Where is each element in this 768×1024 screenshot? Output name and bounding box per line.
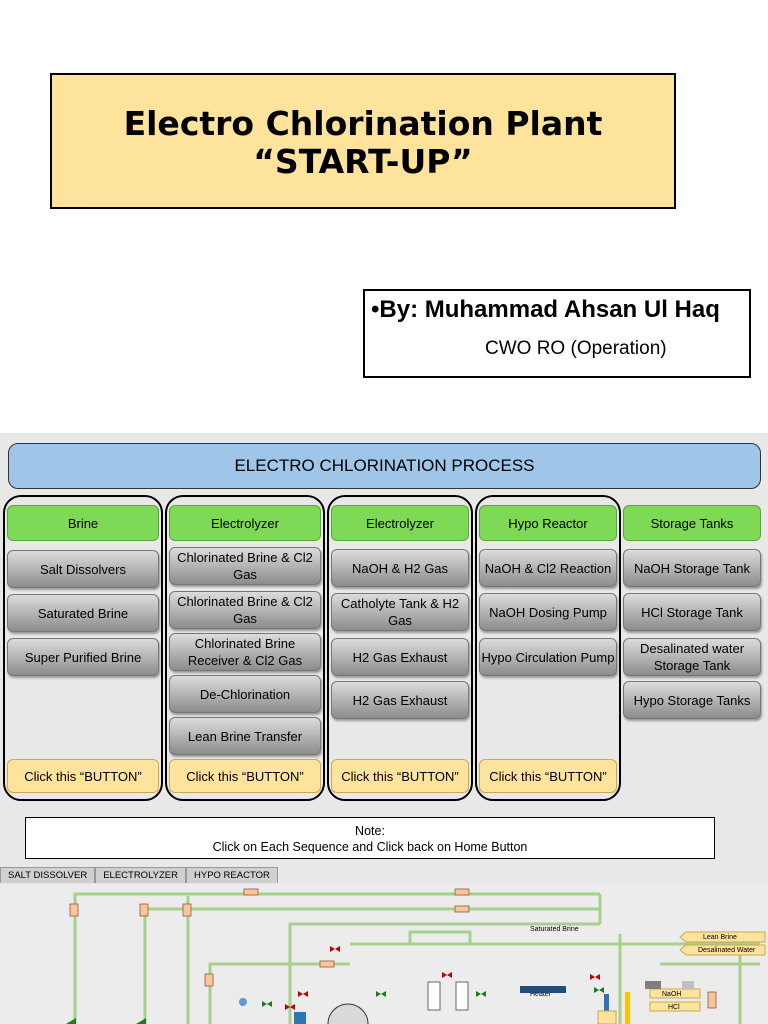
heading-electrolyzer-1[interactable]: Electrolyzer [169,505,321,541]
heading-electrolyzer-2[interactable]: Electrolyzer [331,505,469,541]
step-saturated-brine[interactable]: Saturated Brine [7,594,159,632]
note-box: Note: Click on Each Sequence and Click b… [25,817,715,859]
author-box: •By: Muhammad Ahsan Ul Haq CWO RO (Opera… [363,289,751,378]
step-desalinated-water-tank[interactable]: Desalinated water Storage Tank [623,638,761,676]
heading-storage-tanks[interactable]: Storage Tanks [623,505,761,541]
step-salt-dissolvers[interactable]: Salt Dissolvers [7,550,159,588]
tank-tag-icon [597,1010,617,1024]
pipe-yellow-icon [625,992,630,1024]
step-hypo-circulation-pump[interactable]: Hypo Circulation Pump [479,638,617,676]
click-button-brine[interactable]: Click this “BUTTON” [7,759,159,793]
author-line: •By: Muhammad Ahsan Ul Haq [371,296,720,324]
author-role: CWO RO (Operation) [485,338,667,359]
step-naoh-h2-gas[interactable]: NaOH & H2 Gas [331,549,469,587]
step-chlorinated-brine-receiver[interactable]: Chlorinated Brine Receiver & Cl2 Gas [169,633,321,671]
column-frame-electrolyzer-2 [327,495,473,801]
tab-electrolyzer[interactable]: ELECTROLYZER [95,867,186,883]
slide-title-line2: “START-UP” [253,142,473,181]
step-catholyte-tank[interactable]: Catholyte Tank & H2 Gas [331,593,469,631]
heading-brine[interactable]: Brine [7,505,159,541]
label-heater: Heater [530,991,552,998]
author-name: By: Muhammad Ahsan Ul Haq [379,296,720,323]
heading-hypo-reactor[interactable]: Hypo Reactor [479,505,617,541]
click-button-hypo-reactor[interactable]: Click this “BUTTON” [479,759,617,793]
note-text: Click on Each Sequence and Click back on… [212,840,528,854]
step-super-purified-brine[interactable]: Super Purified Brine [7,638,159,676]
title-box: Electro Chlorination Plant “START-UP” [50,73,676,209]
diagram-tabs: SALT DISSOLVER ELECTROLYZER HYPO REACTOR [0,867,278,883]
step-naoh-cl2-reaction[interactable]: NaOH & Cl2 Reaction [479,549,617,587]
label-saturated-brine: Saturated Brine [530,926,579,933]
instrument-icon [682,981,694,989]
tab-hypo-reactor[interactable]: HYPO REACTOR [186,867,278,883]
slide-title-line1: Electro Chlorination Plant [123,104,603,143]
note-title: Note: [355,824,385,838]
filter-1-icon [427,981,441,1011]
bullet: • [371,296,380,323]
label-desalinated-water: Desalinated Water [698,947,756,954]
process-flow-diagram: Saturated Brine Lean Brine Desalinated W… [0,884,768,1024]
step-h2-gas-exhaust-1[interactable]: H2 Gas Exhaust [331,638,469,676]
column-frame-hypo-reactor [475,495,621,801]
click-button-electrolyzer-1[interactable]: Click this “BUTTON” [169,759,321,793]
click-button-electrolyzer-2[interactable]: Click this “BUTTON” [331,759,469,793]
label-lean-brine: Lean Brine [703,934,737,941]
pipe-blue-icon [604,994,609,1024]
label-hcl: HCl [668,1004,680,1011]
step-lean-brine-transfer[interactable]: Lean Brine Transfer [169,717,321,755]
step-naoh-dosing-pump[interactable]: NaOH Dosing Pump [479,593,617,631]
concentration-icon [239,998,247,1006]
heater-icon [520,986,566,993]
step-de-chlorination[interactable]: De-Chlorination [169,675,321,713]
mixer-icon [645,981,661,989]
step-h2-gas-exhaust-2[interactable]: H2 Gas Exhaust [331,681,469,719]
step-naoh-storage-tank[interactable]: NaOH Storage Tank [623,549,761,587]
column-frame-electrolyzer-1 [165,495,325,801]
filter-2-icon [455,981,469,1011]
label-naoh: NaOH [662,991,681,998]
step-hypo-storage-tanks[interactable]: Hypo Storage Tanks [623,681,761,719]
vessel-icon [327,1003,369,1024]
step-hcl-storage-tank[interactable]: HCl Storage Tank [623,593,761,631]
tab-salt-dissolver[interactable]: SALT DISSOLVER [0,867,96,883]
step-chlorinated-brine-cl2-1[interactable]: Chlorinated Brine & Cl2 Gas [169,547,321,585]
process-header: ELECTRO CHLORINATION PROCESS [8,443,761,489]
step-chlorinated-brine-cl2-2[interactable]: Chlorinated Brine & Cl2 Gas [169,591,321,629]
pump-icon [294,1012,306,1024]
column-frame-brine [3,495,163,801]
process-panel: ELECTRO CHLORINATION PROCESS Brine Salt … [0,433,768,1024]
